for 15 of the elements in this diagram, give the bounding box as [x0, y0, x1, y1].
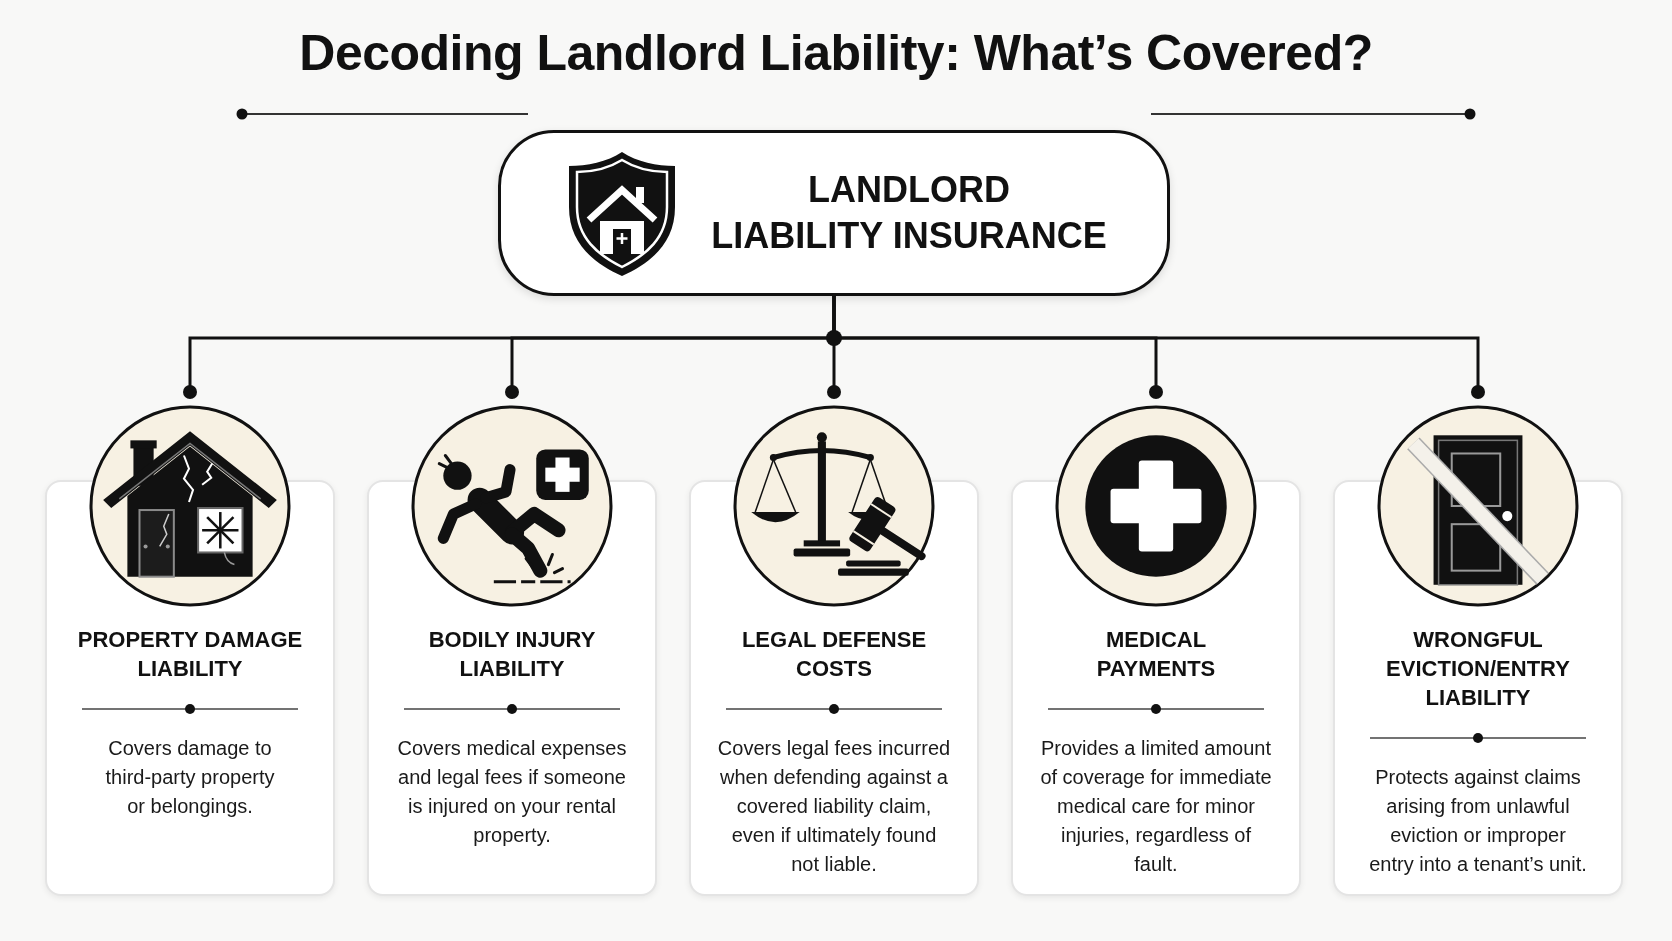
card-heading: MEDICAL PAYMENTS	[1095, 626, 1217, 683]
page-title: Decoding Landlord Liability: What’s Covered?	[299, 24, 1373, 83]
card-description: Covers legal fees incurred when defending against a covered liability claim, even if ultimately found not liable.	[716, 736, 952, 877]
insurance-panel	[498, 130, 1170, 296]
insurance-heading: LANDLORD	[808, 168, 1010, 212]
card-heading: LEGAL DEFENSE COSTS	[740, 626, 928, 683]
card-description: Provides a limited amount of coverage for immediate medical care for minor injuries, regardless of fault.	[1039, 736, 1273, 877]
connector-line	[832, 296, 1485, 399]
insurance-heading: LIABILITY INSURANCE	[711, 214, 1107, 258]
card-heading: WRONGFUL EVICTION/ENTRY LIABILITY	[1385, 626, 1571, 712]
card-description: Covers medical expenses and legal fees if someone is injured on your rental property.	[396, 736, 628, 848]
card-description: Protects against claims arising from unlawful eviction or improper entry into a tenant’s unit.	[1368, 765, 1588, 877]
card-heading: PROPERTY DAMAGE LIABILITY	[76, 626, 304, 683]
card-heading: BODILY INJURY LIABILITY	[427, 626, 597, 683]
card-description: Covers damage to third-party property or belongings.	[104, 736, 276, 819]
